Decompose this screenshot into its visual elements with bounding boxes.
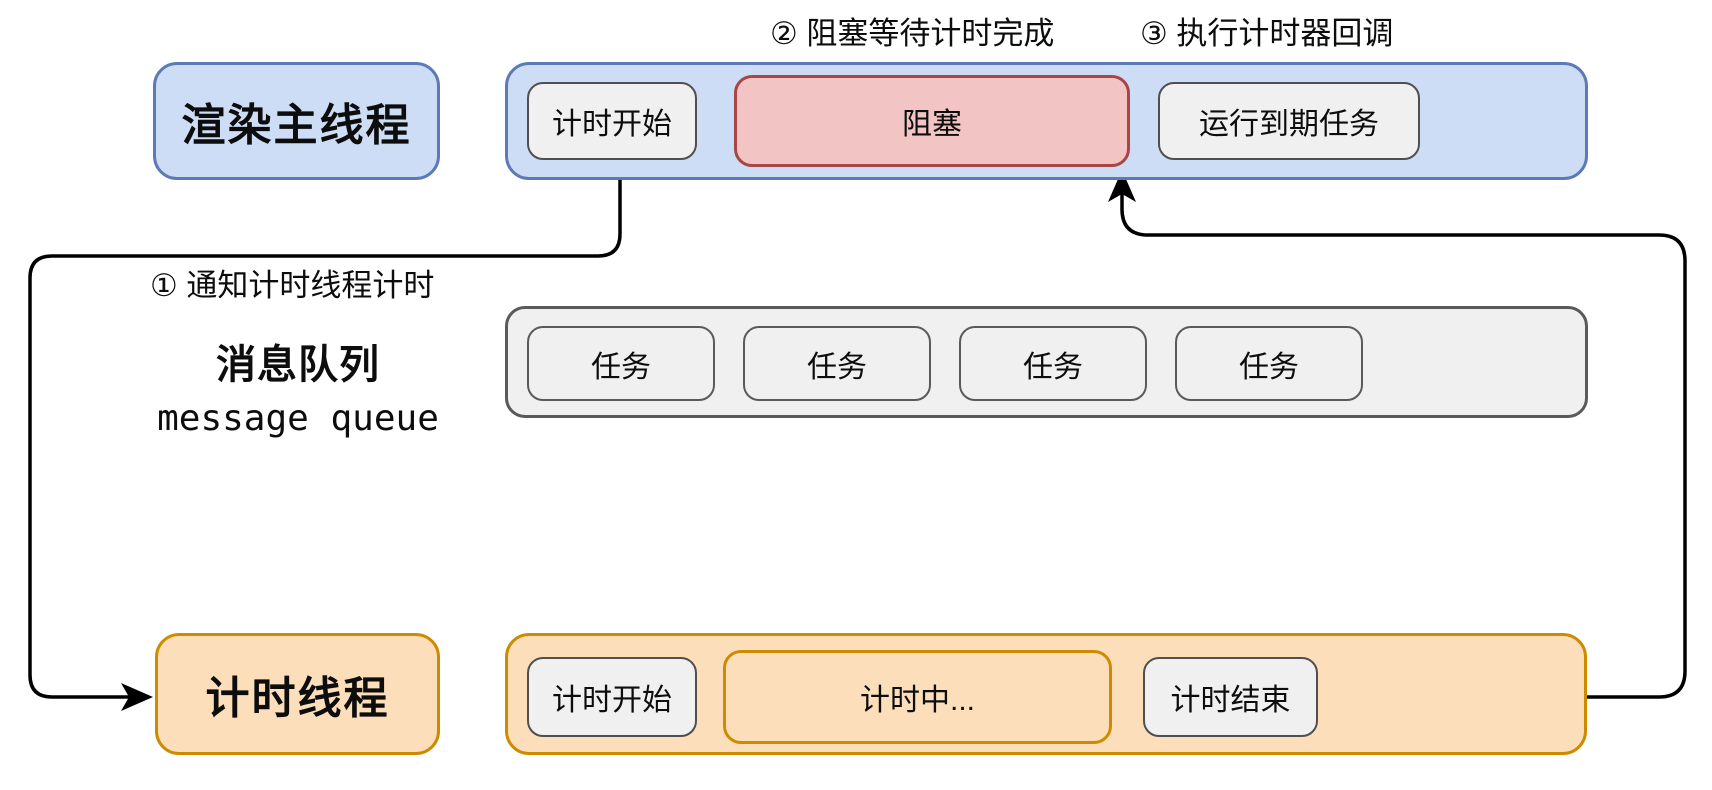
main-timer-start-box: 计时开始 [527,82,697,160]
message-queue-label: 消息队列 message queue [120,332,476,439]
message-queue-label-zh: 消息队列 [216,343,380,387]
step2-annotation: ② 阻塞等待计时完成 [770,16,1055,51]
run-expired-tasks-box: 运行到期任务 [1158,82,1420,160]
timer-end-box: 计时结束 [1143,657,1318,737]
task-box-1: 任务 [527,326,715,401]
task-box-4: 任务 [1175,326,1363,401]
task-box-3: 任务 [959,326,1147,401]
arrow-timer-callback-path [1120,190,1687,699]
main-thread-label: 渲染主线程 [153,62,440,180]
step1-annotation: ① 通知计时线程计时 [150,268,435,303]
arrow-notify-timer-head [121,683,153,711]
step3-annotation: ③ 执行计时器回调 [1140,16,1394,51]
blocked-box: 阻塞 [734,75,1130,167]
task-box-2: 任务 [743,326,931,401]
timer-start-box: 计时开始 [527,657,697,737]
timing-in-progress-box: 计时中... [723,650,1112,744]
message-queue-label-en: message queue [157,398,439,439]
timer-thread-label: 计时线程 [155,633,440,755]
